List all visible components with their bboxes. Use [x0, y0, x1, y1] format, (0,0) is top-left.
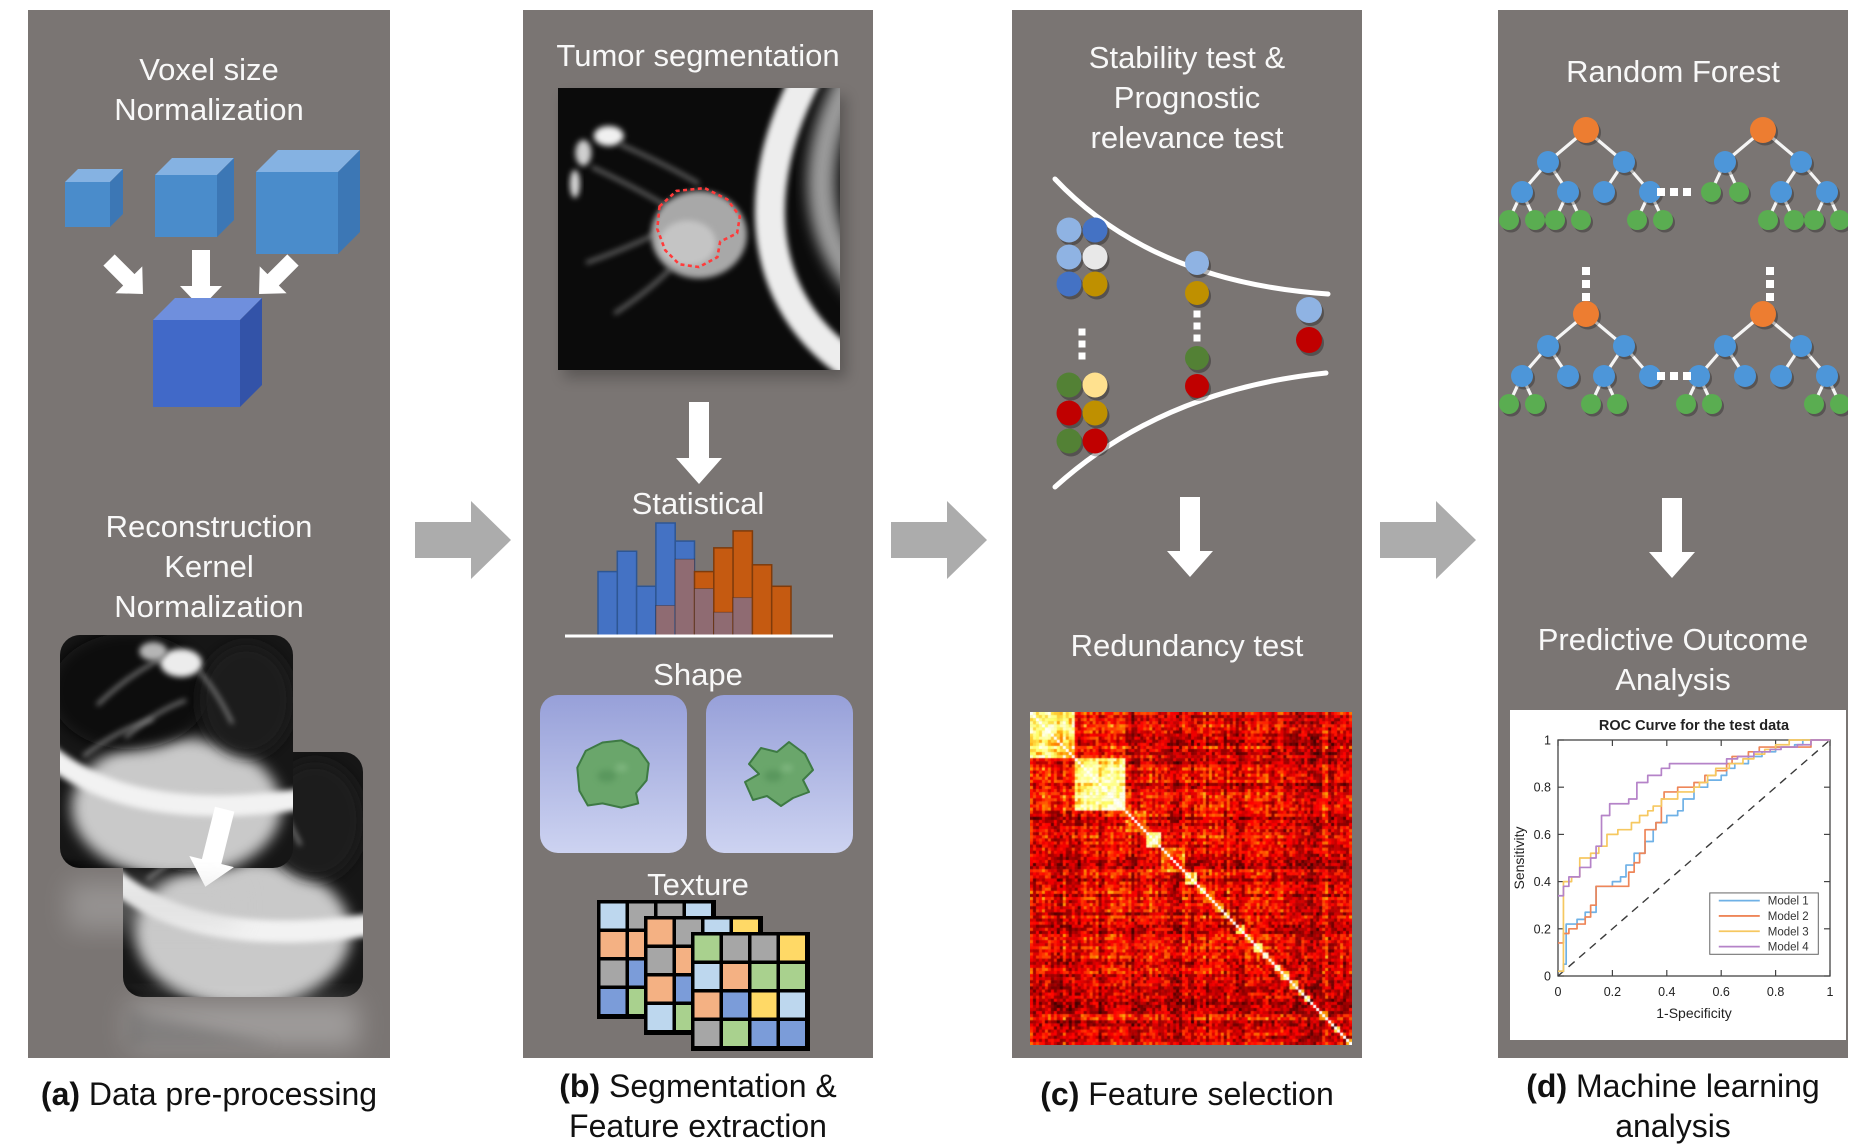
svg-text:1-Specificity: 1-Specificity: [1656, 1005, 1731, 1021]
svg-text:0.8: 0.8: [1534, 781, 1551, 795]
caption-a-text: Data pre-processing: [88, 1076, 378, 1112]
caption-c-text: Feature selection: [1088, 1076, 1334, 1112]
segmentation-features-graphic: [540, 88, 853, 1051]
shape-label: Shape: [653, 657, 743, 692]
stability-prognostic-title: Stability test & Prognostic relevance te…: [1088, 40, 1286, 155]
svg-text:0.8: 0.8: [1767, 985, 1784, 999]
roc-plot-box: ROC Curve for the test data 0 0.2 0.4 0.6 0.8…: [1510, 710, 1846, 1040]
svg-text:Model 4: Model 4: [1768, 942, 1810, 954]
caption-b-label: (b): [559, 1068, 601, 1104]
svg-text:0: 0: [1555, 985, 1562, 999]
caption-c: (c) Feature selection: [1012, 1074, 1362, 1114]
svg-text:0.6: 0.6: [1713, 985, 1730, 999]
caption-c-label: (c): [1040, 1076, 1080, 1112]
caption-d: (d) Machine learning analysis: [1498, 1066, 1848, 1146]
panel-machine-learning: Random Forest Predictive Outcome Analysi…: [1498, 10, 1848, 1058]
voxel-and-kernel-graphic: [60, 150, 363, 1048]
panel-data-preprocessing: Voxel size Normalization Reconstruction …: [28, 10, 390, 1058]
svg-text:Model 2: Model 2: [1768, 911, 1809, 923]
caption-a-label: (a): [40, 1076, 81, 1112]
svg-text:0.4: 0.4: [1534, 875, 1551, 889]
roc-curve-chart: ROC Curve for the test data 0 0.2 0.4 0.6 0.8…: [1511, 718, 1834, 1021]
panel-segmentation-feature-extraction: Tumor segmentation Statistical Shape Tex…: [523, 10, 873, 1058]
predictive-outcome-label: Predictive Outcome Analysis: [1537, 622, 1809, 697]
flow-arrow-b-to-c-icon: [891, 501, 987, 579]
random-forest-title: Random Forest: [1566, 54, 1780, 89]
voxel-size-normalization-title: Voxel size Normalization: [114, 52, 304, 127]
caption-d-text: Machine learning analysis: [1576, 1068, 1820, 1144]
caption-a: (a) Data pre-processing: [28, 1074, 390, 1114]
reconstruction-kernel-normalization-title: Reconstruction Kernel Normalization: [105, 509, 313, 624]
flow-arrow-a-to-b-icon: [415, 501, 511, 579]
redundancy-heatmap: [1030, 712, 1352, 1045]
svg-text:0.2: 0.2: [1604, 985, 1621, 999]
svg-text:1: 1: [1544, 734, 1551, 748]
statistical-label: Statistical: [631, 486, 765, 521]
stability-funnel-graphic: [1052, 176, 1331, 577]
svg-text:0: 0: [1544, 970, 1551, 984]
texture-label: Texture: [647, 867, 749, 902]
svg-text:1: 1: [1827, 985, 1834, 999]
caption-d-label: (d): [1526, 1068, 1568, 1104]
svg-text:0.4: 0.4: [1658, 985, 1675, 999]
panel-feature-selection: Stability test & Prognostic relevance te…: [1012, 10, 1362, 1058]
tumor-segmentation-title: Tumor segmentation: [556, 38, 840, 73]
flow-arrow-c-to-d-icon: [1380, 501, 1476, 579]
svg-text:0.2: 0.2: [1534, 922, 1551, 936]
svg-text:Model 3: Model 3: [1768, 926, 1809, 938]
random-forest-graphic: [1499, 117, 1848, 578]
caption-b-text: Segmentation & Feature extraction: [569, 1068, 837, 1144]
svg-text:ROC Curve for the test data: ROC Curve for the test data: [1599, 718, 1790, 734]
svg-text:Sensitivity: Sensitivity: [1511, 826, 1527, 889]
svg-text:0.6: 0.6: [1534, 828, 1551, 842]
svg-text:Model 1: Model 1: [1768, 896, 1809, 908]
caption-b: (b) Segmentation & Feature extraction: [523, 1066, 873, 1146]
redundancy-test-label: Redundancy test: [1070, 628, 1304, 663]
